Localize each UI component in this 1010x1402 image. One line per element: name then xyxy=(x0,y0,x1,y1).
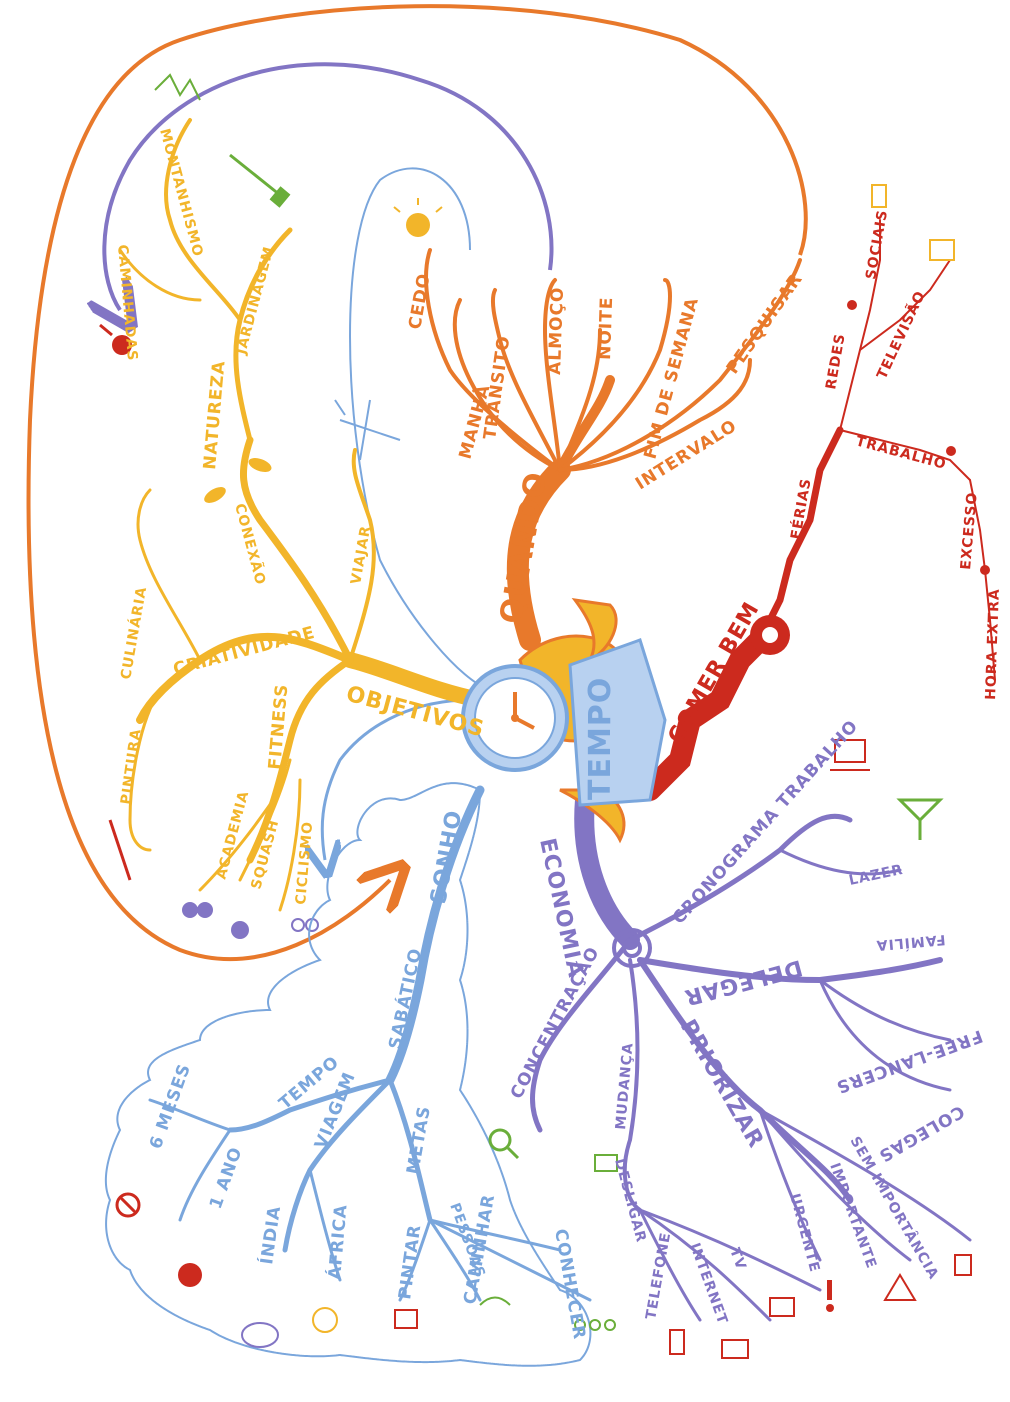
label-excesso: EXCESSO xyxy=(958,491,981,570)
label-priorizar: PRIORIZAR xyxy=(675,1016,769,1153)
label-natureza: NATUREZA xyxy=(200,359,229,470)
label-sociais: SOCIAIS xyxy=(863,208,891,280)
branch-label-sonho: SONHO xyxy=(426,808,467,906)
center-label: TEMPO xyxy=(583,677,618,800)
walking-shoe-icon xyxy=(480,1298,510,1306)
node-dot xyxy=(946,446,956,456)
tv-icon xyxy=(930,240,954,260)
branch-label-quando: QUANDO xyxy=(493,469,554,626)
elephant-icon xyxy=(242,1323,278,1347)
phone-ringing-icon xyxy=(872,185,886,207)
no-sign-icon xyxy=(178,1263,202,1287)
computer-icon xyxy=(722,1340,748,1358)
bicycle-icon xyxy=(292,919,318,931)
phone-icon xyxy=(670,1330,684,1354)
dumbbell-icon xyxy=(182,902,213,918)
label-telefone: TELEFONE xyxy=(643,1231,674,1321)
lion-icon xyxy=(313,1308,337,1332)
tv-icon xyxy=(770,1298,794,1316)
label-criatividade: CRIATIVIDADE xyxy=(171,623,317,680)
branch-objetivos xyxy=(120,120,480,910)
branch-label-comer-bem: COMER BEM xyxy=(664,598,765,748)
sun-icon xyxy=(394,198,442,237)
label-india: ÍNDIA xyxy=(255,1204,285,1266)
easel-icon xyxy=(395,1310,417,1328)
trash-icon xyxy=(955,1255,971,1275)
label-almoco: ALMOÇO xyxy=(545,286,568,375)
label-africa: ÁFRICA xyxy=(323,1203,352,1280)
label-desligar: DESLIGAR xyxy=(611,1157,649,1245)
label-6-meses: 6 MESES xyxy=(146,1061,195,1152)
label-cronograma-trabalho: CRONOGRAMA TRABALHO xyxy=(669,716,863,928)
label-internet: INTERNET xyxy=(686,1241,730,1327)
label-culinaria: CULINÁRIA xyxy=(117,585,150,681)
label-lazer: LAZER xyxy=(848,862,905,889)
center-node xyxy=(463,600,665,840)
node-dot xyxy=(980,565,990,575)
label-noite: NOITE xyxy=(595,296,617,360)
shovel-icon xyxy=(230,155,288,206)
label-pintar: PINTAR xyxy=(395,1223,425,1301)
label-pintura: PINTURA xyxy=(118,727,145,805)
label-jardinagem: JARDINAGEM xyxy=(233,244,277,357)
arrow-pesquisar-to-sonho xyxy=(29,6,806,959)
no-sign-icon xyxy=(117,1194,139,1216)
label-1-ano: 1 ANO xyxy=(206,1144,247,1212)
plane-icon xyxy=(335,400,400,460)
mountain-icon xyxy=(155,75,200,100)
label-montanhismo: MONTANHISMO xyxy=(156,127,206,259)
label-trabalho: TRABALHO xyxy=(854,433,948,473)
node-dot xyxy=(847,300,857,310)
label-conexao: CONEXÃO xyxy=(231,502,269,588)
label-hora-extra: HORA EXTRA xyxy=(983,588,1003,700)
label-urgente: URGENTE xyxy=(786,1192,822,1274)
label-metas: METAS xyxy=(403,1104,435,1176)
paintbrush-icon xyxy=(110,820,130,880)
exclamation-icon xyxy=(826,1280,834,1312)
label-pesquisar: PESQUISAR xyxy=(723,269,807,377)
label-colegas: COLEGAS xyxy=(875,1101,968,1166)
label-concentracao: CONCENTRAÇÃO xyxy=(504,942,604,1102)
label-redes: REDES xyxy=(823,332,849,391)
cocktail-icon xyxy=(900,800,940,840)
squash-racket-icon xyxy=(231,921,249,939)
label-familia: FAMÍLIA xyxy=(875,931,946,954)
warning-icon xyxy=(885,1275,915,1300)
label-delegar: DELEGAR xyxy=(681,954,805,1010)
label-tv: TV xyxy=(726,1246,749,1273)
